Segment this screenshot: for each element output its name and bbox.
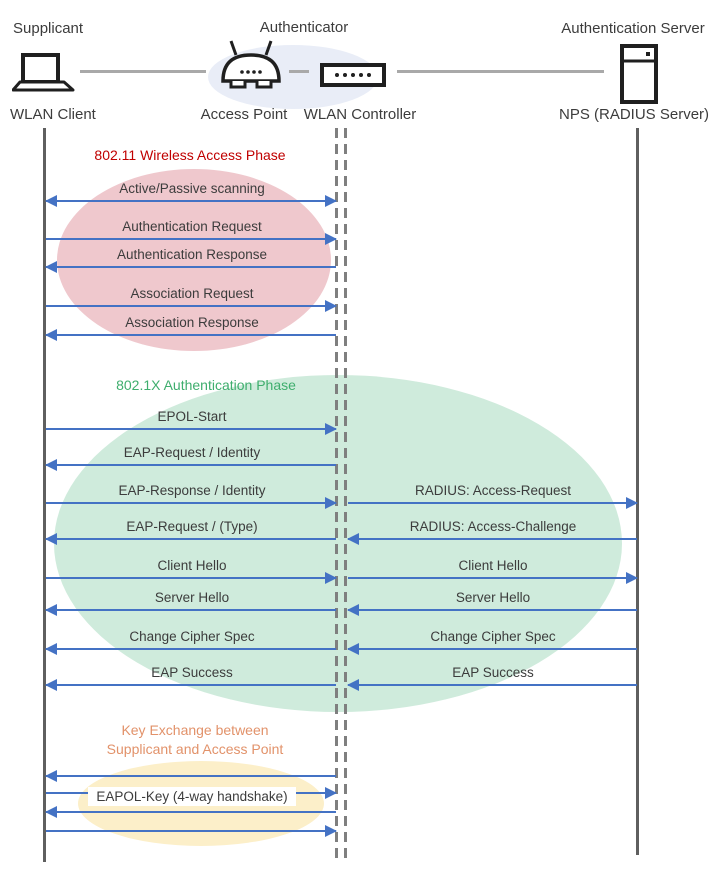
message-label: EAP-Response / Identity [118, 483, 266, 498]
arrowhead-left-icon [45, 643, 57, 655]
arrowhead-right-icon [325, 497, 337, 509]
message-arrow-line [46, 775, 336, 777]
arrowhead-right-icon [325, 787, 337, 799]
phase-title-wireless-access: 802.11 Wireless Access Phase [94, 147, 286, 163]
message-arrow-line [46, 830, 336, 832]
message-label: EAPOL-Key (4-way handshake) [42, 787, 342, 806]
arrowhead-right-icon [626, 497, 638, 509]
arrowhead-left-icon [45, 533, 57, 545]
arrowhead-left-icon [45, 261, 57, 273]
arrowhead-left-icon [45, 459, 57, 471]
message-label: Server Hello [154, 590, 230, 605]
message-arrow-line [46, 200, 336, 202]
message-label: RADIUS: Access-Request [414, 483, 572, 498]
message-label: EAP-Request / (Type) [126, 519, 258, 534]
message-label: EAP-Request / Identity [123, 445, 261, 460]
wlan-controller-icon [320, 63, 386, 87]
message-label: EAP Success [151, 665, 233, 680]
message-label: EAP Success [452, 665, 534, 680]
message-arrow-line [348, 609, 637, 611]
arrowhead-left-icon [347, 533, 359, 545]
arrowhead-left-icon [45, 195, 57, 207]
role-label-authenticator: Authenticator [259, 19, 349, 36]
message-label: EPOL-Start [157, 409, 227, 424]
server-icon [620, 44, 658, 104]
message-arrow-line [348, 502, 637, 504]
message-arrow-line [46, 266, 336, 268]
message-label: Association Response [125, 315, 259, 330]
message-label: Authentication Response [116, 247, 268, 262]
arrowhead-left-icon [347, 679, 359, 691]
arrowhead-left-icon [45, 679, 57, 691]
arrowhead-left-icon [45, 806, 57, 818]
phase-title-key-exchange: Key Exchange between Supplicant and Acce… [106, 722, 284, 757]
message-arrow-line [46, 464, 336, 466]
message-arrow-line [46, 538, 336, 540]
message-label: Server Hello [455, 590, 531, 605]
message-arrow-line [348, 684, 637, 686]
arrowhead-left-icon [347, 643, 359, 655]
message-arrow-line [46, 428, 336, 430]
message-label: Authentication Request [122, 219, 262, 234]
caption-wlan-controller: WLAN Controller [303, 106, 417, 123]
wireless-access-phase-ellipse [57, 169, 331, 351]
lifeline-supplicant [43, 128, 46, 862]
arrowhead-right-icon [325, 300, 337, 312]
message-label: Change Cipher Spec [430, 629, 556, 644]
connector-line [80, 70, 206, 73]
caption-access-point: Access Point [200, 106, 288, 123]
message-arrow-line [348, 538, 637, 540]
message-arrow-line [46, 609, 336, 611]
arrowhead-right-icon [325, 825, 337, 837]
arrowhead-left-icon [347, 604, 359, 616]
role-label-authentication-server: Authentication Server [561, 20, 705, 37]
arrowhead-right-icon [626, 572, 638, 584]
message-arrow-line [46, 334, 336, 336]
phase-title-8021x-authentication: 802.1X Authentication Phase [116, 377, 296, 393]
message-arrow-line [348, 648, 637, 650]
connector-line [289, 70, 309, 73]
connector-line [397, 70, 604, 73]
message-label: Active/Passive scanning [119, 181, 265, 196]
message-label: RADIUS: Access-Challenge [409, 519, 577, 534]
access-point-icon [221, 40, 281, 89]
lifeline-authentication-server [636, 128, 639, 855]
message-arrow-line [46, 305, 336, 307]
message-arrow-line [46, 238, 336, 240]
message-label: Client Hello [458, 558, 528, 573]
message-arrow-line [46, 684, 336, 686]
message-label: Change Cipher Spec [129, 629, 255, 644]
role-label-supplicant: Supplicant [13, 20, 84, 37]
arrowhead-left-icon [45, 770, 57, 782]
lifeline-authenticator-dashed [335, 128, 338, 859]
message-arrow-line [46, 648, 336, 650]
message-arrow-line [46, 502, 336, 504]
arrowhead-right-icon [325, 195, 337, 207]
caption-nps-radius-server: NPS (RADIUS Server) [559, 106, 710, 123]
arrowhead-right-icon [325, 233, 337, 245]
message-label: Association Request [130, 286, 254, 301]
authentication-phase-ellipse [54, 375, 622, 712]
arrowhead-right-icon [325, 423, 337, 435]
message-arrow-line [46, 811, 336, 813]
arrowhead-left-icon [45, 604, 57, 616]
arrowhead-right-icon [325, 572, 337, 584]
caption-wlan-client: WLAN Client [10, 106, 96, 123]
arrowhead-left-icon [45, 329, 57, 341]
message-arrow-line [46, 577, 336, 579]
message-arrow-line [348, 577, 637, 579]
message-label: Client Hello [157, 558, 227, 573]
lifeline-authenticator-dashed [344, 128, 347, 859]
laptop-icon [12, 53, 75, 92]
